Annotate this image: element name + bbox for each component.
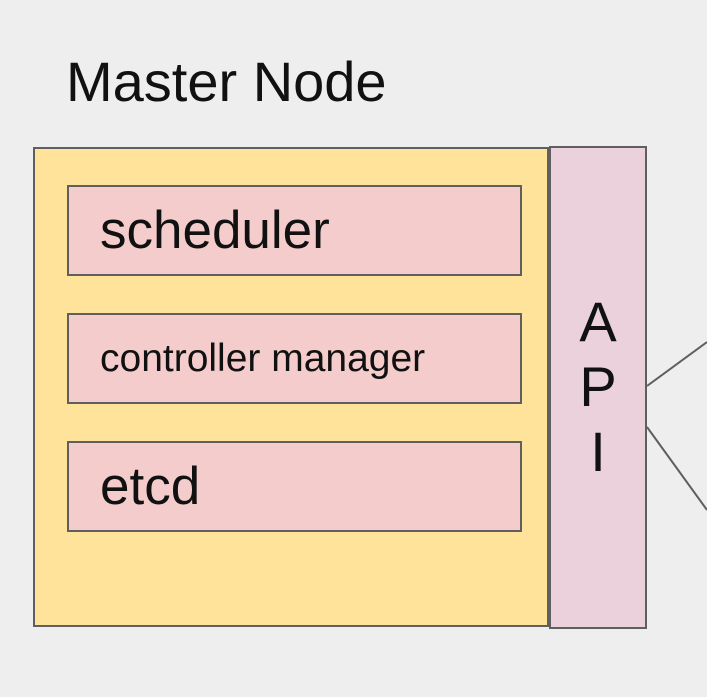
api-letter-p: P <box>579 355 617 418</box>
etcd-label: etcd <box>100 457 201 516</box>
scheduler-component: scheduler <box>67 185 522 276</box>
api-box: A P I <box>549 146 647 629</box>
scheduler-label: scheduler <box>100 201 330 260</box>
api-letter-a: A <box>579 290 617 353</box>
api-connector-lower <box>646 426 707 511</box>
controller-manager-component: controller manager <box>67 313 522 404</box>
master-node-title: Master Node <box>66 50 387 113</box>
api-letter-i: I <box>590 420 606 483</box>
etcd-component: etcd <box>67 441 522 532</box>
controller-manager-label: controller manager <box>100 336 426 380</box>
api-connector-upper <box>646 341 707 387</box>
